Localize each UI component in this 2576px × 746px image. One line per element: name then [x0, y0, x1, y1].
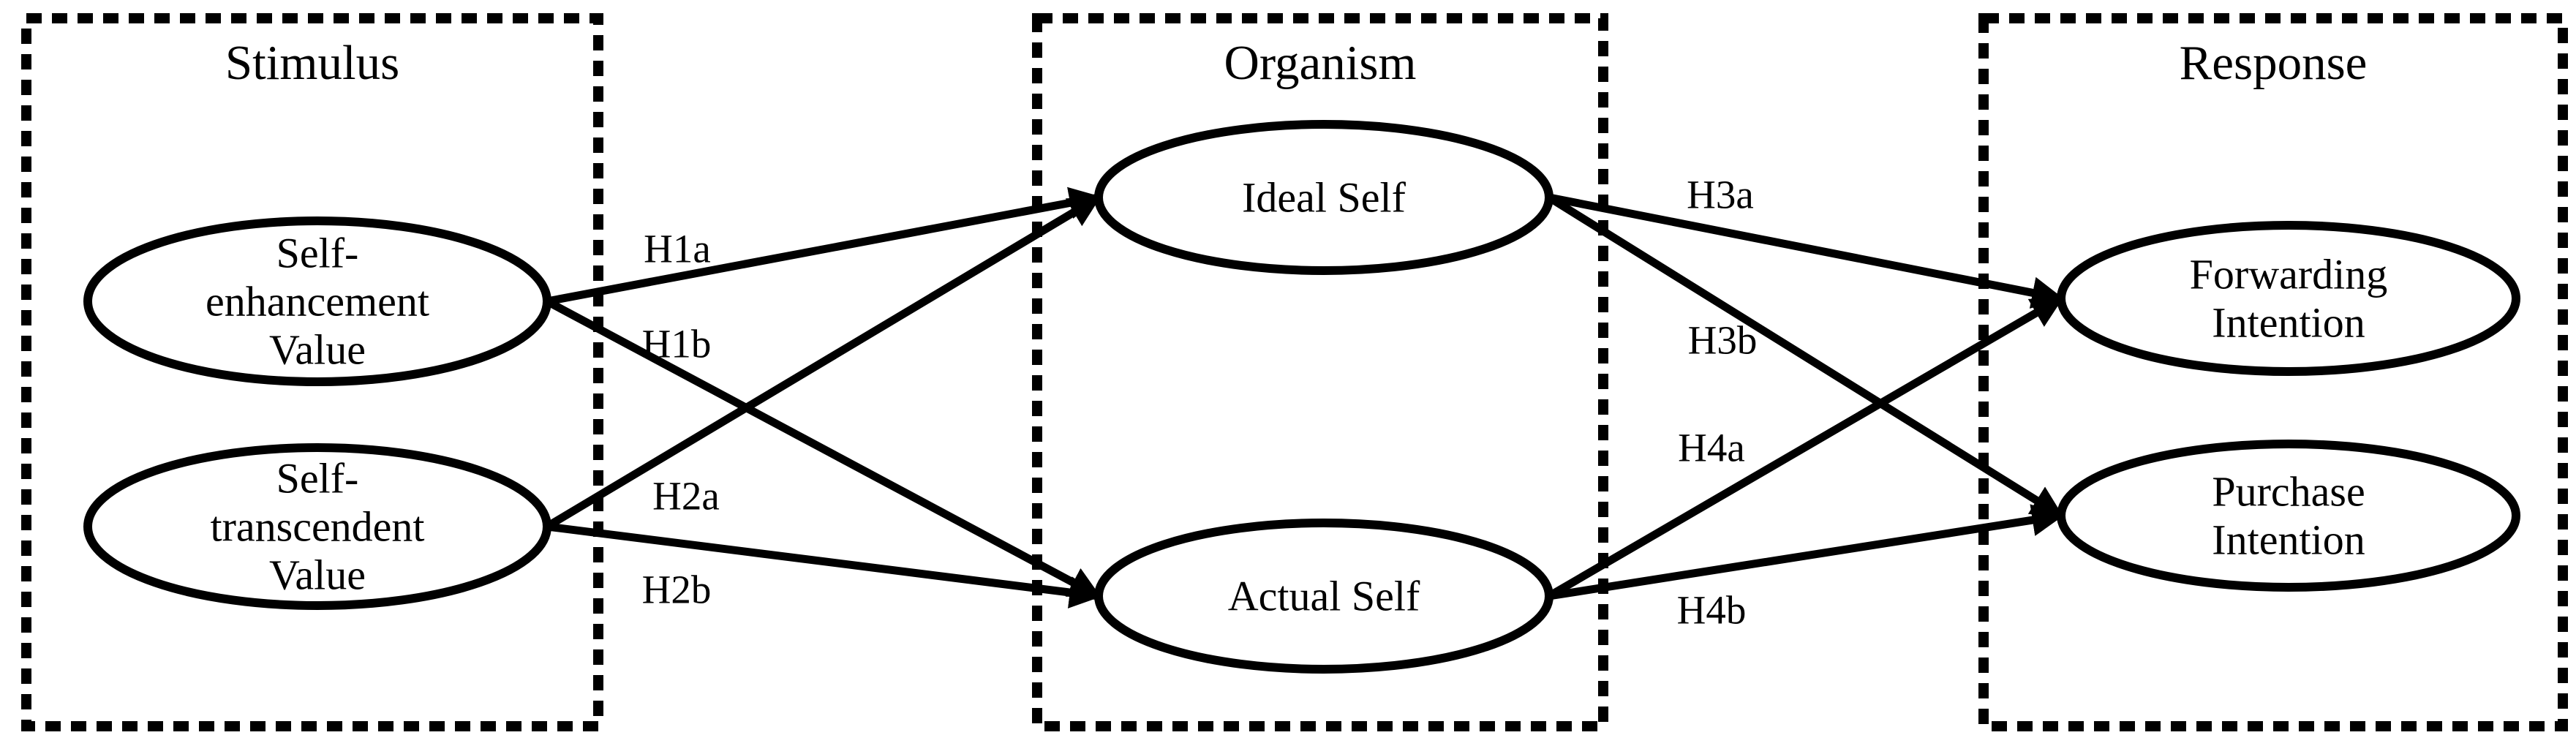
node-label-line: Self-: [276, 230, 359, 277]
edge-h2b-arrow: [546, 522, 1102, 609]
node-actual-self-label: Actual Self: [1228, 573, 1420, 620]
edge-label-h1b: H1b: [642, 322, 712, 366]
stimulus-box-title: Stimulus: [225, 36, 399, 90]
node-label-line: enhancement: [206, 278, 429, 325]
edge-h2a-arrow: [545, 194, 1101, 530]
stimulus-box-border: [21, 13, 603, 731]
edge-h1b-arrow: [545, 298, 1101, 600]
node-forwarding-intention-shape: [2057, 221, 2520, 376]
node-ideal-self-shape: [1094, 120, 1553, 275]
node-actual-self-shape: [1094, 519, 1553, 674]
edge-h1a-arrow: [546, 186, 1102, 306]
node-label-line: Value: [269, 551, 366, 599]
edge-label-h1a: H1a: [644, 227, 711, 271]
node-self-transcendent-value-label: Self- transcendent Value: [210, 455, 424, 599]
edge-h4a-arrow: [1547, 295, 2064, 600]
node-purchase-intention-label: Purchase Intention: [2212, 468, 2365, 564]
node-self-enhancement-value-label: Self- enhancement Value: [206, 230, 429, 374]
node-forwarding-intention-label: Forwarding Intention: [2190, 251, 2388, 347]
node-label-line: Actual Self: [1228, 573, 1420, 620]
response-box-title: Response: [2180, 36, 2368, 90]
node-label-line: Value: [269, 326, 366, 374]
node-label-line: Self-: [276, 455, 359, 502]
edge-label-h2b: H2b: [642, 568, 712, 612]
node-label-line: Ideal Self: [1242, 174, 1406, 222]
node-label-line: transcendent: [210, 503, 424, 551]
node-purchase-intention-shape: [2057, 440, 2520, 592]
node-label-line: Intention: [2212, 516, 2365, 564]
edge-h4b-arrow: [1548, 504, 2065, 600]
edge-label-h4a: H4a: [1678, 426, 1745, 470]
edge-label-h3b: H3b: [1688, 318, 1758, 363]
node-label-line: Forwarding: [2190, 251, 2388, 298]
organism-box-title: Organism: [1224, 36, 1416, 90]
response-box-border: [1978, 13, 2568, 731]
organism-box-border: [1032, 13, 1608, 731]
edge-label-h3a: H3a: [1687, 173, 1754, 217]
edge-label-h2a: H2a: [652, 474, 720, 519]
node-self-transcendent-value-shape: [83, 443, 551, 610]
hypothesis-arrows: [545, 186, 2065, 609]
edge-h3a-arrow: [1548, 193, 2065, 309]
node-label-line: Purchase: [2212, 468, 2365, 516]
node-self-enhancement-value-shape: [83, 216, 551, 386]
node-ideal-self-label: Ideal Self: [1242, 174, 1406, 222]
edge-h3b-arrow: [1547, 194, 2064, 519]
node-label-line: Intention: [2212, 299, 2365, 347]
edge-label-h4b: H4b: [1677, 588, 1747, 633]
